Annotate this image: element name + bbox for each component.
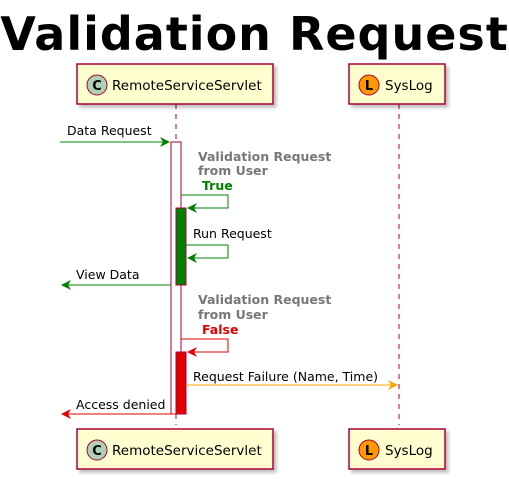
label-data-request: Data Request	[67, 123, 152, 138]
label-validation-2-line1: Validation Request	[198, 292, 331, 307]
log-icon	[358, 439, 380, 461]
class-icon	[86, 74, 108, 96]
label-validation-1-line1: Validation Request	[198, 149, 331, 164]
arrow-run-request	[186, 244, 229, 263]
participant-servlet-bottom: C RemoteServiceServlet	[76, 428, 274, 470]
participant-name: RemoteServiceServlet	[112, 78, 262, 94]
arrow-validation-2	[181, 338, 229, 357]
participant-syslog-bottom: L SysLog	[348, 428, 446, 470]
participant-name: RemoteServiceServlet	[112, 443, 262, 459]
label-validation-1-result: True	[202, 178, 233, 193]
class-icon-glyph: C	[92, 444, 102, 459]
page-title: Validation Request	[0, 7, 509, 61]
participant-name: SysLog	[385, 443, 433, 459]
log-icon-glyph: L	[365, 444, 373, 459]
class-icon	[86, 439, 108, 461]
label-validation-1-line2: from User	[198, 163, 269, 178]
log-icon	[358, 74, 380, 96]
activation-failure	[175, 351, 187, 415]
participant-servlet-top: C RemoteServiceServlet	[76, 63, 274, 105]
log-icon-glyph: L	[365, 79, 373, 94]
participant-syslog-top: L SysLog	[348, 63, 446, 105]
class-icon-glyph: C	[92, 79, 102, 94]
activation-success	[175, 207, 187, 286]
label-validation-2-result: False	[202, 322, 238, 337]
arrow-validation-1	[181, 194, 229, 213]
participant-name: SysLog	[385, 78, 433, 94]
label-validation-2-line2: from User	[198, 307, 269, 322]
label-run-request: Run Request	[193, 226, 272, 241]
label-access-denied: Access denied	[76, 397, 165, 412]
label-view-data: View Data	[76, 267, 139, 282]
label-request-failure: Request Failure (Name, Time)	[193, 369, 378, 384]
